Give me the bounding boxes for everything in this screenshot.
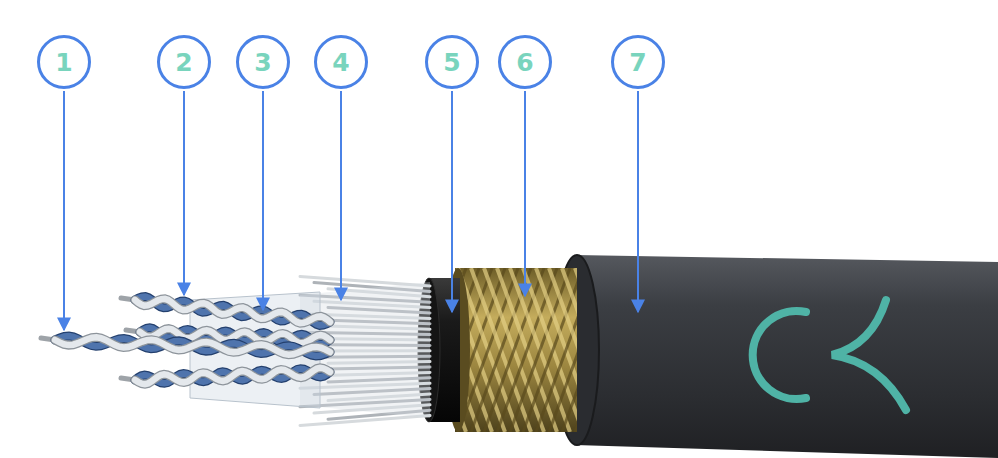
- callout-number: 1: [55, 50, 72, 75]
- braid-strand: [562, 268, 577, 432]
- leader-line: [262, 91, 264, 310]
- callout-circle: 7: [611, 35, 665, 89]
- white-wire: [55, 337, 330, 354]
- braid-strand: [562, 268, 577, 432]
- braid-strand: [575, 268, 577, 432]
- callout-circle: 6: [498, 35, 552, 89]
- callout-number: 6: [516, 50, 533, 75]
- callout-circle: 2: [157, 35, 211, 89]
- braid-strand: [471, 268, 531, 432]
- callout-number: 7: [629, 50, 646, 75]
- blue-wire: [135, 369, 330, 384]
- wire-outline: [135, 297, 330, 326]
- callout-number: 4: [332, 50, 349, 75]
- leader-line: [637, 91, 639, 312]
- wire-outline: [55, 336, 330, 356]
- blue-wire: [55, 336, 330, 356]
- white-wire: [135, 299, 330, 323]
- braid-strand: [510, 268, 570, 432]
- wire-outline: [135, 369, 330, 384]
- leader-line: [183, 91, 185, 295]
- foil-strand: [300, 416, 430, 426]
- callout-circle: 4: [314, 35, 368, 89]
- wire-outline: [135, 299, 330, 323]
- braid-strand: [497, 268, 557, 432]
- callout-number: 2: [175, 50, 192, 75]
- twisted-pairs: [41, 297, 330, 385]
- braid-strand: [471, 268, 531, 432]
- white-wire: [135, 368, 330, 384]
- braid-strand: [484, 268, 544, 432]
- callout-number: 3: [254, 50, 271, 75]
- wire-outline: [55, 337, 330, 354]
- callout-circle: 3: [236, 35, 290, 89]
- logo-arc: [832, 300, 906, 410]
- leader-line: [524, 91, 526, 296]
- braid-strand: [484, 268, 544, 432]
- braid-strand: [497, 268, 557, 432]
- braid-strand: [575, 268, 577, 432]
- callout-number: 5: [443, 50, 460, 75]
- blue-wire: [135, 297, 330, 326]
- braid-strands: [455, 268, 577, 432]
- leader-line: [340, 91, 342, 300]
- callout-circle: 5: [425, 35, 479, 89]
- callout-circle: 1: [37, 35, 91, 89]
- leader-line: [63, 91, 65, 330]
- braid-strand: [510, 268, 570, 432]
- logo-arc: [753, 311, 806, 399]
- wire-outline: [135, 368, 330, 384]
- leader-lines: [64, 91, 638, 330]
- leader-line: [451, 91, 453, 312]
